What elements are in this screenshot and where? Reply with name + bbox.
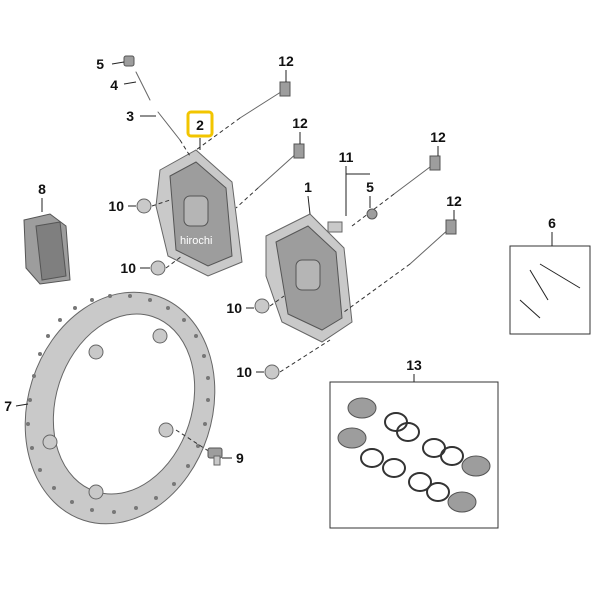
callout-1: 1 bbox=[304, 179, 312, 195]
bleeder-cap-right bbox=[366, 208, 378, 220]
bleeder-screw bbox=[135, 71, 151, 101]
callouts: 5 4 3 2 12 12 12 12 11 5 1 8 10 10 10 10… bbox=[4, 53, 556, 466]
brake-disc bbox=[24, 291, 216, 525]
kit-box-6 bbox=[509, 245, 591, 335]
bolt-12a bbox=[195, 81, 291, 151]
disc-carrier-tabs bbox=[42, 328, 174, 500]
callout-12-c: 12 bbox=[430, 129, 446, 145]
callout-5-right: 5 bbox=[366, 179, 374, 195]
callout-9: 9 bbox=[236, 450, 244, 466]
bleeder-valve bbox=[157, 111, 181, 141]
callout-10-c: 10 bbox=[226, 300, 242, 316]
callout-7: 7 bbox=[4, 398, 12, 414]
callout-13: 13 bbox=[406, 357, 422, 373]
piston-seals bbox=[360, 412, 464, 502]
callout-12-d: 12 bbox=[446, 193, 462, 209]
watermark-text: hirochi bbox=[180, 235, 212, 247]
callout-2: 2 bbox=[196, 117, 204, 133]
callout-12-b: 12 bbox=[292, 115, 308, 131]
bolt-12c bbox=[351, 155, 441, 227]
caliper-bolts bbox=[195, 81, 457, 313]
callout-10-a: 10 bbox=[108, 198, 124, 214]
callout-10-b: 10 bbox=[120, 260, 136, 276]
bolt-12b bbox=[235, 143, 305, 209]
bolt-12d bbox=[343, 219, 457, 313]
bleeder-right bbox=[327, 221, 343, 233]
callout-11: 11 bbox=[339, 149, 354, 165]
disc-holes bbox=[26, 294, 210, 514]
highlight-box bbox=[186, 110, 214, 138]
brake-pads bbox=[23, 213, 71, 285]
caliper-right bbox=[265, 213, 353, 343]
pistons bbox=[337, 397, 491, 513]
callout-6: 6 bbox=[548, 215, 556, 231]
callout-8: 8 bbox=[38, 181, 46, 197]
callout-12-a: 12 bbox=[278, 53, 294, 69]
leader-lines bbox=[15, 61, 553, 459]
callout-3: 3 bbox=[126, 108, 134, 124]
callout-5-bleeder: 5 bbox=[96, 56, 104, 72]
disc-bolt bbox=[175, 429, 223, 466]
washers bbox=[136, 198, 331, 380]
seal-kit-box-13 bbox=[329, 381, 499, 529]
callout-10-d: 10 bbox=[236, 364, 252, 380]
callout-4: 4 bbox=[110, 77, 118, 93]
bleeder-cap bbox=[123, 55, 135, 67]
bleeder-assembly bbox=[123, 55, 378, 233]
caliper-left bbox=[155, 149, 243, 277]
